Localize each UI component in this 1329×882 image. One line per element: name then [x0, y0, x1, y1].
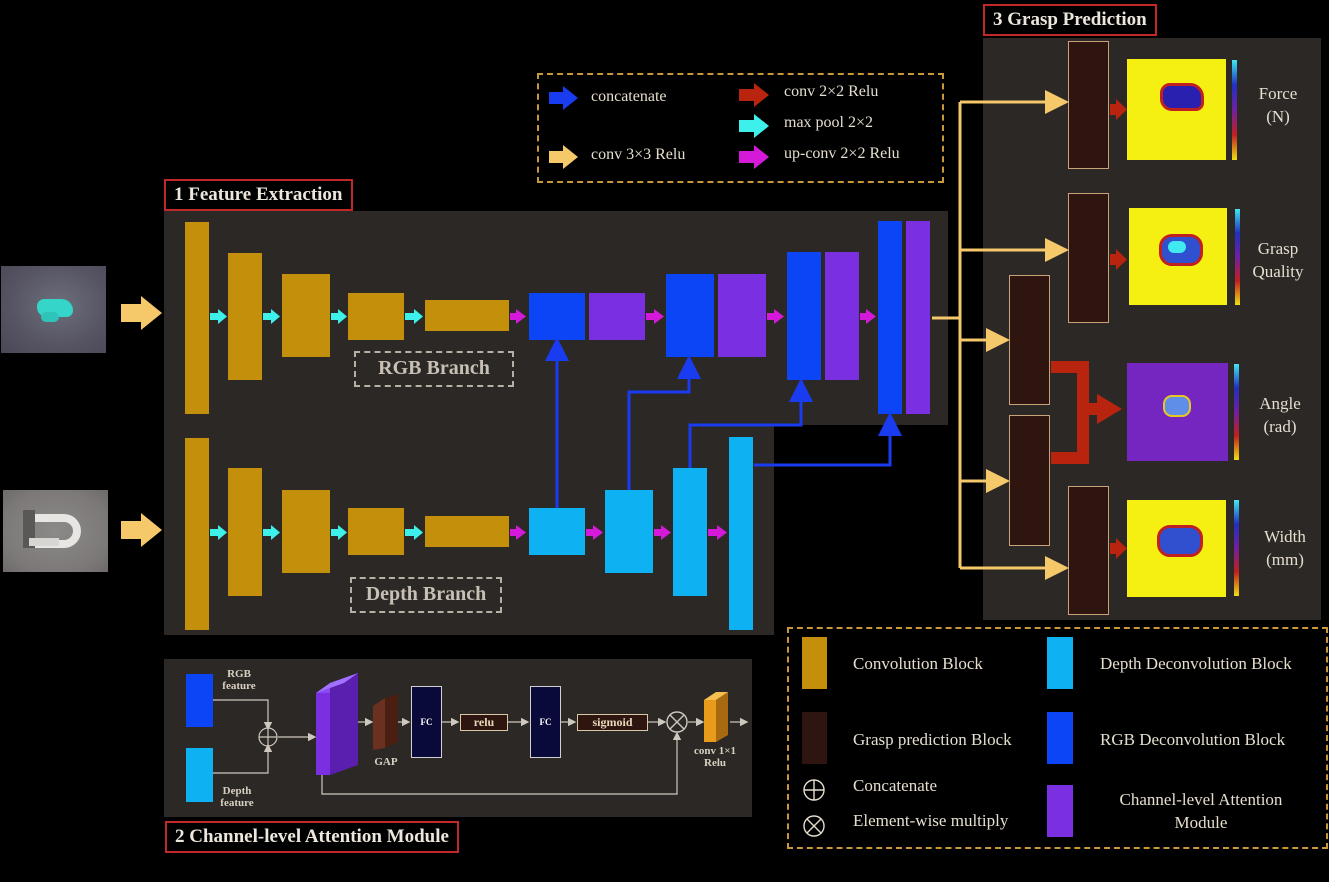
- legend-concatenate-symbol-label: Concatenate: [853, 776, 938, 795]
- depth-conv-block-1: [185, 438, 209, 630]
- legend-arrow-swatches: [549, 83, 769, 169]
- attention-block-1: [589, 293, 645, 340]
- att-relu-block: relu: [460, 714, 508, 731]
- depth-deconv-block-2: [605, 490, 653, 573]
- attention-block-3: [825, 252, 859, 380]
- rgb-conv-block-3: [282, 274, 330, 357]
- legend-maxpool-label: max pool 2×2: [784, 114, 874, 131]
- angle-output-label: Angle(rad): [1259, 394, 1301, 436]
- depth-input-image: [3, 490, 108, 572]
- rgb-input-image: [1, 266, 106, 353]
- conv3-connections: [932, 90, 1069, 580]
- att-conv1x1-block: [704, 692, 728, 742]
- rgb-deconv-block-2: [666, 274, 714, 357]
- legend-upconv-label: up-conv 2×2 Relu: [784, 145, 900, 162]
- depth-conv-block-5: [425, 516, 509, 547]
- grasp-block-angle-bottom: [1009, 415, 1050, 546]
- force-colorbar: [1232, 60, 1237, 160]
- rgb-conv-block-5: [425, 300, 509, 331]
- attention-module-panel: [164, 659, 752, 817]
- legend-concat-symbol: [803, 779, 825, 801]
- concat-connections: [545, 337, 902, 508]
- att-3d-attention-block: [316, 673, 358, 775]
- legend-multiply-symbol: [803, 815, 825, 837]
- rgb-deconv-block-4: [878, 221, 902, 414]
- legend-conv3-label: conv 3×3 Relu: [591, 146, 686, 163]
- grasp-block-width: [1068, 486, 1109, 615]
- depth-conv-block-3: [282, 490, 330, 573]
- legend-conv-swatch: [802, 637, 827, 689]
- conv2-arrows: [1051, 99, 1127, 559]
- grasp-block-quality: [1068, 193, 1109, 323]
- quality-output-map: [1129, 208, 1227, 305]
- width-colorbar: [1234, 500, 1239, 596]
- block-legend: [787, 627, 1328, 849]
- arrow-legend: [537, 73, 944, 183]
- maxpool-arrows: [210, 309, 423, 540]
- force-output-map: [1127, 59, 1226, 160]
- rgb-conv-block-1: [185, 222, 209, 414]
- angle-output-map: [1127, 363, 1228, 461]
- rgb-deconv-block-1: [529, 293, 585, 340]
- upconv-arrows: [510, 309, 876, 540]
- att-depth-feature-block: [186, 748, 213, 802]
- quality-colorbar: [1235, 209, 1240, 305]
- attention-block-4: [906, 221, 930, 414]
- att-gap-block: [373, 694, 398, 750]
- legend-concatenate-label: concatenate: [591, 88, 667, 105]
- depth-conv-block-4: [348, 508, 404, 555]
- att-multiply-symbol: [666, 711, 688, 733]
- legend-rgb-deconv-swatch: [1047, 712, 1073, 764]
- attention-module-title: 2 Channel-level Attention Module: [165, 821, 459, 853]
- rgb-conv-block-4: [348, 293, 404, 340]
- legend-conv2-label: conv 2×2 Relu: [784, 83, 879, 100]
- width-output-label: Width(mm): [1264, 527, 1306, 569]
- depth-deconv-block-3: [673, 468, 707, 596]
- att-fc-block-2: FC: [530, 686, 561, 758]
- depth-branch-label: Depth Branch: [350, 577, 502, 613]
- width-output-map: [1127, 500, 1226, 597]
- att-gap-label: GAP: [374, 756, 398, 768]
- legend-multiply-label: Element-wise multiply: [853, 811, 1009, 830]
- depth-deconv-block-1: [529, 508, 585, 555]
- att-concat-symbol: [258, 727, 278, 747]
- depth-deconv-block-4: [729, 437, 753, 630]
- rgb-branch-label: RGB Branch: [354, 351, 514, 387]
- legend-rgb-deconv-label: RGB Deconvolution Block: [1100, 730, 1286, 749]
- att-rgb-feature-block: [186, 674, 213, 727]
- att-fc-block-1: FC: [411, 686, 442, 758]
- grasp-prediction-title: 3 Grasp Prediction: [983, 4, 1157, 36]
- legend-grasp-swatch: [802, 712, 827, 764]
- angle-colorbar: [1234, 364, 1239, 460]
- legend-grasp-label: Grasp prediction Block: [853, 730, 1012, 749]
- attention-block-2: [718, 274, 766, 357]
- rgb-conv-block-2: [228, 253, 262, 380]
- legend-attention-swatch: [1047, 785, 1073, 837]
- feature-extraction-title: 1 Feature Extraction: [164, 179, 353, 211]
- input-arrow-rgb: [121, 296, 162, 330]
- attention-wiring: [213, 699, 749, 795]
- legend-conv-label: Convolution Block: [853, 654, 983, 673]
- depth-conv-block-2: [228, 468, 262, 596]
- input-arrow-depth: [121, 513, 162, 547]
- att-sigmoid-block: sigmoid: [577, 714, 648, 731]
- legend-depth-deconv-label: Depth Deconvolution Block: [1100, 654, 1292, 673]
- force-output-label: Force(N): [1258, 84, 1298, 126]
- legend-depth-deconv-swatch: [1047, 637, 1073, 689]
- rgb-deconv-block-3: [787, 252, 821, 380]
